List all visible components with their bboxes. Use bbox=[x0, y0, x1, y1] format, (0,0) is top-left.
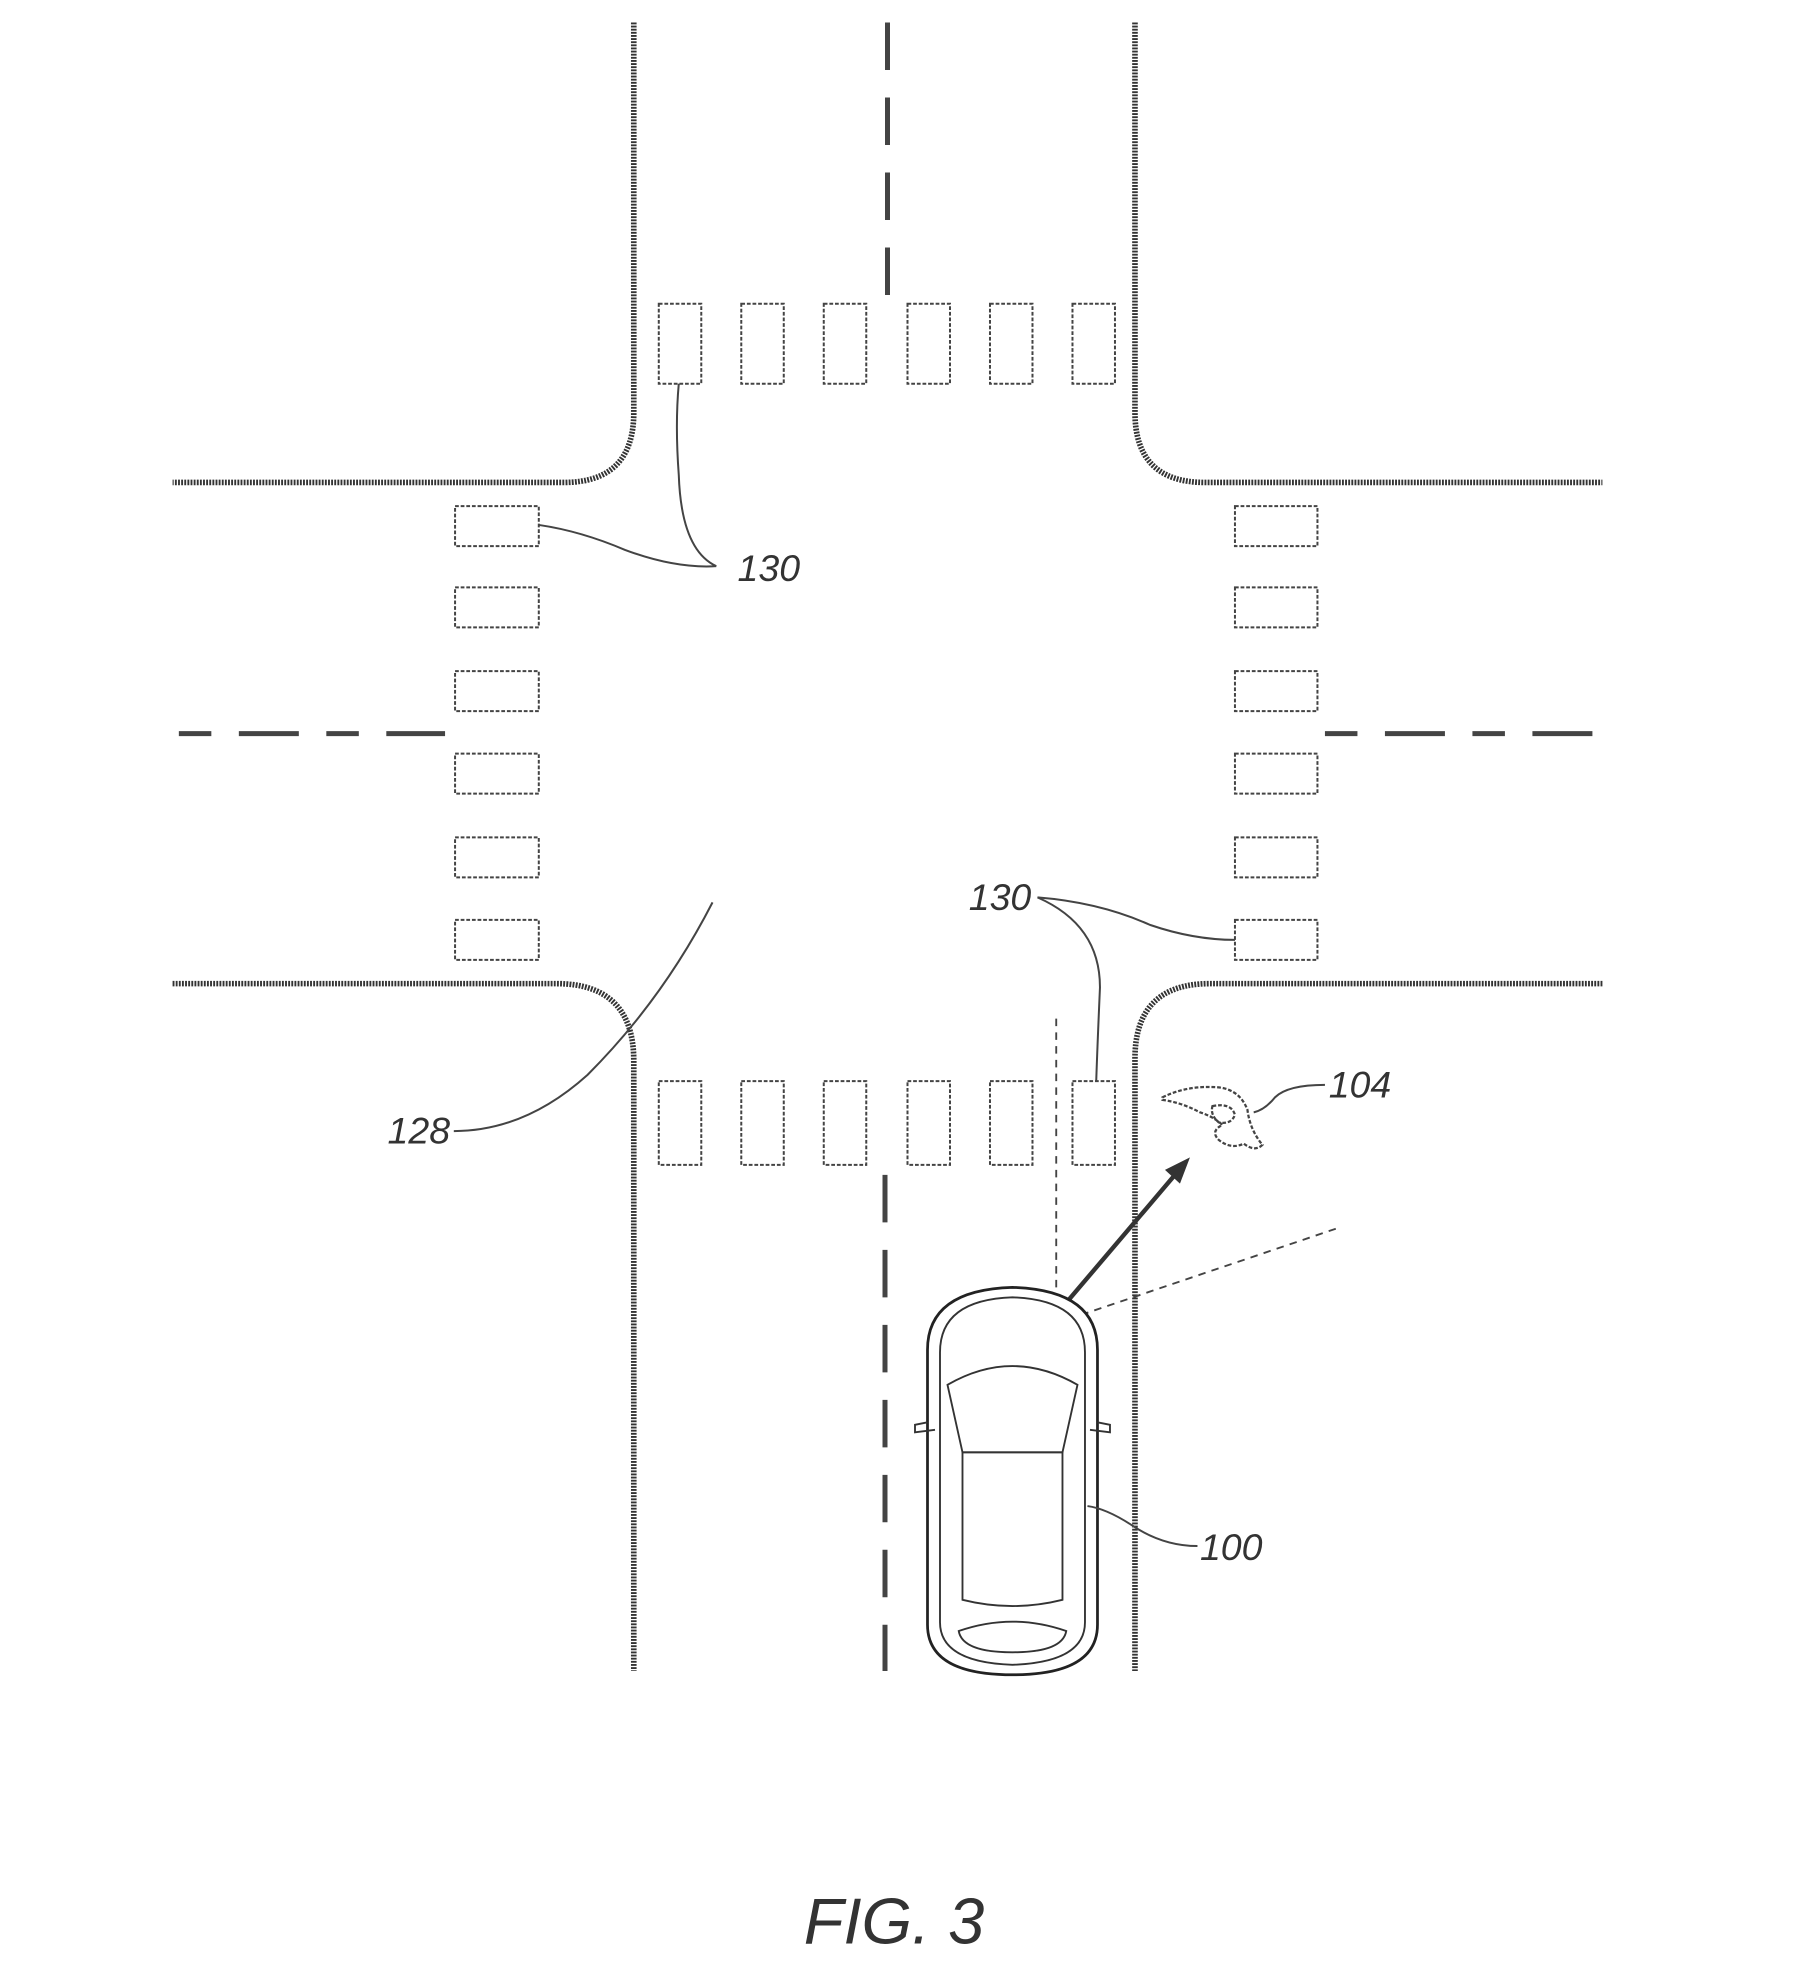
lane-center-lines bbox=[178, 22, 1594, 1672]
crosswalk-stripe-west bbox=[454, 670, 540, 713]
crosswalk-stripe-north bbox=[906, 302, 951, 385]
label-128: 128 bbox=[388, 1110, 451, 1152]
crosswalk-stripe-south bbox=[1071, 1080, 1116, 1166]
crosswalk-stripe-east bbox=[1233, 505, 1319, 548]
crosswalk-stripe-east bbox=[1233, 752, 1319, 795]
crosswalk-stripe-north bbox=[988, 302, 1034, 385]
road-edge-bottom-left bbox=[172, 980, 637, 1672]
crosswalk-stripe-north bbox=[657, 302, 703, 385]
vehicle-icon bbox=[914, 1285, 1111, 1677]
crosswalk-stripe-north bbox=[1071, 302, 1116, 385]
crosswalk-stripe-south bbox=[906, 1080, 951, 1166]
leader-lines bbox=[453, 383, 1325, 1548]
crosswalk-stripe-east bbox=[1233, 836, 1319, 879]
crosswalk-stripe-south bbox=[988, 1080, 1034, 1166]
crosswalk-stripe-west bbox=[454, 586, 540, 629]
pedestrian-icon bbox=[1161, 1085, 1264, 1150]
label-130-top: 130 bbox=[738, 547, 801, 589]
label-100: 100 bbox=[1200, 1526, 1263, 1568]
figure-caption: FIG. 3 bbox=[804, 1885, 985, 1958]
crosswalk-stripe-north bbox=[822, 302, 868, 385]
road-edge-top-right bbox=[1132, 22, 1603, 486]
crosswalk-stripe-east bbox=[1233, 918, 1319, 961]
crosswalk-stripe-west bbox=[454, 505, 540, 548]
crosswalk-stripe-west bbox=[454, 836, 540, 879]
crosswalk-stripe-east bbox=[1233, 586, 1319, 629]
crosswalk-stripe-west bbox=[454, 752, 540, 795]
label-130-bottom: 130 bbox=[969, 876, 1032, 918]
detection-arrow bbox=[1067, 1157, 1190, 1302]
label-104: 104 bbox=[1329, 1063, 1392, 1105]
crosswalk-stripe-north bbox=[740, 302, 785, 385]
crosswalks bbox=[454, 302, 1319, 1166]
crosswalk-stripe-south bbox=[657, 1080, 703, 1166]
road-edges bbox=[172, 22, 1603, 1672]
crosswalk-stripe-south bbox=[740, 1080, 785, 1166]
sensor-boundary-diagonal bbox=[1080, 1226, 1341, 1316]
road-edge-bottom-right bbox=[1132, 980, 1603, 1672]
crosswalk-stripe-west bbox=[454, 918, 540, 961]
road-edge-top-left bbox=[172, 22, 637, 486]
crosswalk-stripe-east bbox=[1233, 670, 1319, 713]
crosswalk-stripe-south bbox=[822, 1080, 868, 1166]
